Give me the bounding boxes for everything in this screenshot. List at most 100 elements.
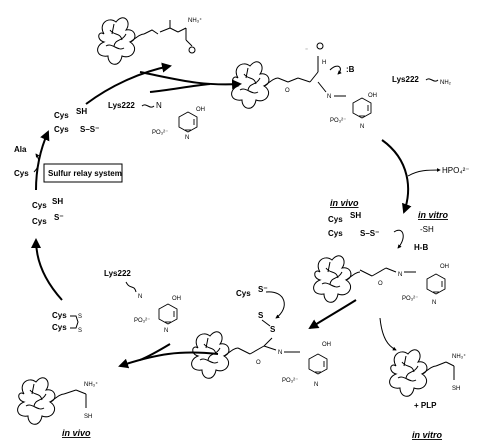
in-vivo-label-bottom: in vivo [62,428,91,438]
plp-pyridine-ring-int1 [352,97,372,119]
arrow-plp-release [139,343,171,361]
reaction-arrow-top-join [149,83,211,93]
bond [237,347,251,355]
lys-chain-free [425,78,439,82]
hpo4-release-arrow [407,168,441,177]
sulfur-relay-label: Sulfur relay system [48,169,122,178]
bond [435,361,447,367]
reaction-arrow-top [139,71,242,90]
s-label-cyc-1: S [78,314,82,320]
nh-label-int3: N [314,382,318,388]
cys-label-mid-sh: Cys [328,215,343,224]
base-label: :B [346,65,355,74]
imine-n-int2: N [398,272,402,278]
oh-label-int2: OH [440,264,449,270]
in-vitro-release-arrow [379,317,397,351]
cys-label-top-ss: Cys [54,125,69,134]
oh-label-bottom: OH [172,296,181,302]
cys-cyc-label-2: Cys [52,323,67,332]
sulfur-relay-box [43,163,123,183]
phosphoserine-backbone [143,29,159,35]
reaction-arrow-right [381,139,412,214]
lys-chain-bottom [125,281,137,293]
sh-label-left: SH [52,197,63,206]
imine-n-int3: N [278,350,282,356]
protein-structure-product-in-vivo [17,377,65,425]
in-vivo-label-top: in vivo [330,198,359,208]
cyclic-disulfide [70,315,79,329]
s-label-left: S⁻ [54,213,64,222]
proton-abstraction-arrow [329,65,342,75]
lys-chain [141,104,155,108]
o-label-int2: O [378,281,383,287]
imine-n-label: N [156,101,162,110]
amine-label: NH₃⁺ [188,17,202,24]
cys-attack-arrow [265,291,285,319]
po3-label-int1: PO₃²⁻ [330,118,346,124]
sh-label-vivo: SH [84,414,92,420]
disulfide-bond [261,319,271,327]
o-minus-label: ⁻ [305,48,308,54]
ss-label-top: S–S⁻ [80,125,99,134]
cys-label-top-sh: Cys [54,111,69,120]
bond [371,267,387,277]
hb-label: H-B [414,243,428,252]
oh-label-int1: OH [368,93,377,99]
cys-label-left-sh: Cys [32,201,47,210]
plp-pyridine-ring-top-left [178,111,198,133]
bond [297,77,311,83]
hpo4-label: HPO₄²⁻ [442,166,470,175]
po3-label-int2: PO₃²⁻ [402,296,418,302]
plus-plp-label: + PLP [414,401,437,410]
protein-structure-product-in-vitro [389,349,437,397]
protein-structure-intermediate-3 [191,331,239,379]
cycle-arrow-left-top [85,62,172,105]
phosphate-p [188,46,196,54]
nh3-label-vivo: NH₃⁺ [84,381,98,388]
bond [249,345,265,355]
s-cyc-label-2: S [270,325,276,334]
nh-label-int1: N [360,124,364,130]
protein-structure-intermediate-2 [313,255,361,303]
nh-label-top-left: N [185,135,189,141]
nh2-label: NH₂ [440,80,452,86]
o-label-int3: O [256,360,261,366]
oh-label-top-left: OH [196,107,205,113]
bond [185,39,193,47]
reaction-arrow-bottom [118,351,219,369]
persulfide-attack-arrow [393,229,404,249]
bond [63,389,77,395]
plp-pyridine-ring-bottom [158,303,178,325]
nh-label-bottom: N [164,328,168,334]
nh3-label-vitro: NH₃⁺ [452,353,466,360]
o-label-ester: O [285,88,290,94]
bond [75,389,87,395]
sh-label-vitro: SH [452,386,460,392]
bond [445,361,455,367]
s-cyc-label-1: S [258,311,264,320]
bond [177,27,187,33]
po3-label-int3: PO₃²⁻ [282,378,298,384]
lys222-nh2-label: Lys222 [392,75,419,84]
in-vitro-label-bottom: in vitro [412,430,443,440]
bond [159,27,171,33]
cycle-arrow-left-lower [31,238,63,301]
sh-label-top: SH [76,107,87,116]
oh-label-int3: OH [322,342,331,348]
plp-pyridine-ring-int2 [426,273,446,295]
cys-to-ala-arrow [33,153,40,173]
ala-label: Ala [14,145,27,154]
cys-attack-label: Cys [236,289,251,298]
bond [169,27,179,33]
cys-label-left-s: Cys [32,217,47,226]
reaction-arrow-mid [308,299,357,330]
po3-label-bottom: PO₃²⁻ [134,318,150,324]
plp-pyridine-ring-int3 [308,353,328,375]
bond [385,267,397,273]
bond [309,71,319,83]
nh-label-int2: N [432,300,436,306]
imine-n-bottom: N [138,294,142,300]
sh-label-right: -SH [420,225,434,234]
cys-label: Cys [14,169,29,178]
